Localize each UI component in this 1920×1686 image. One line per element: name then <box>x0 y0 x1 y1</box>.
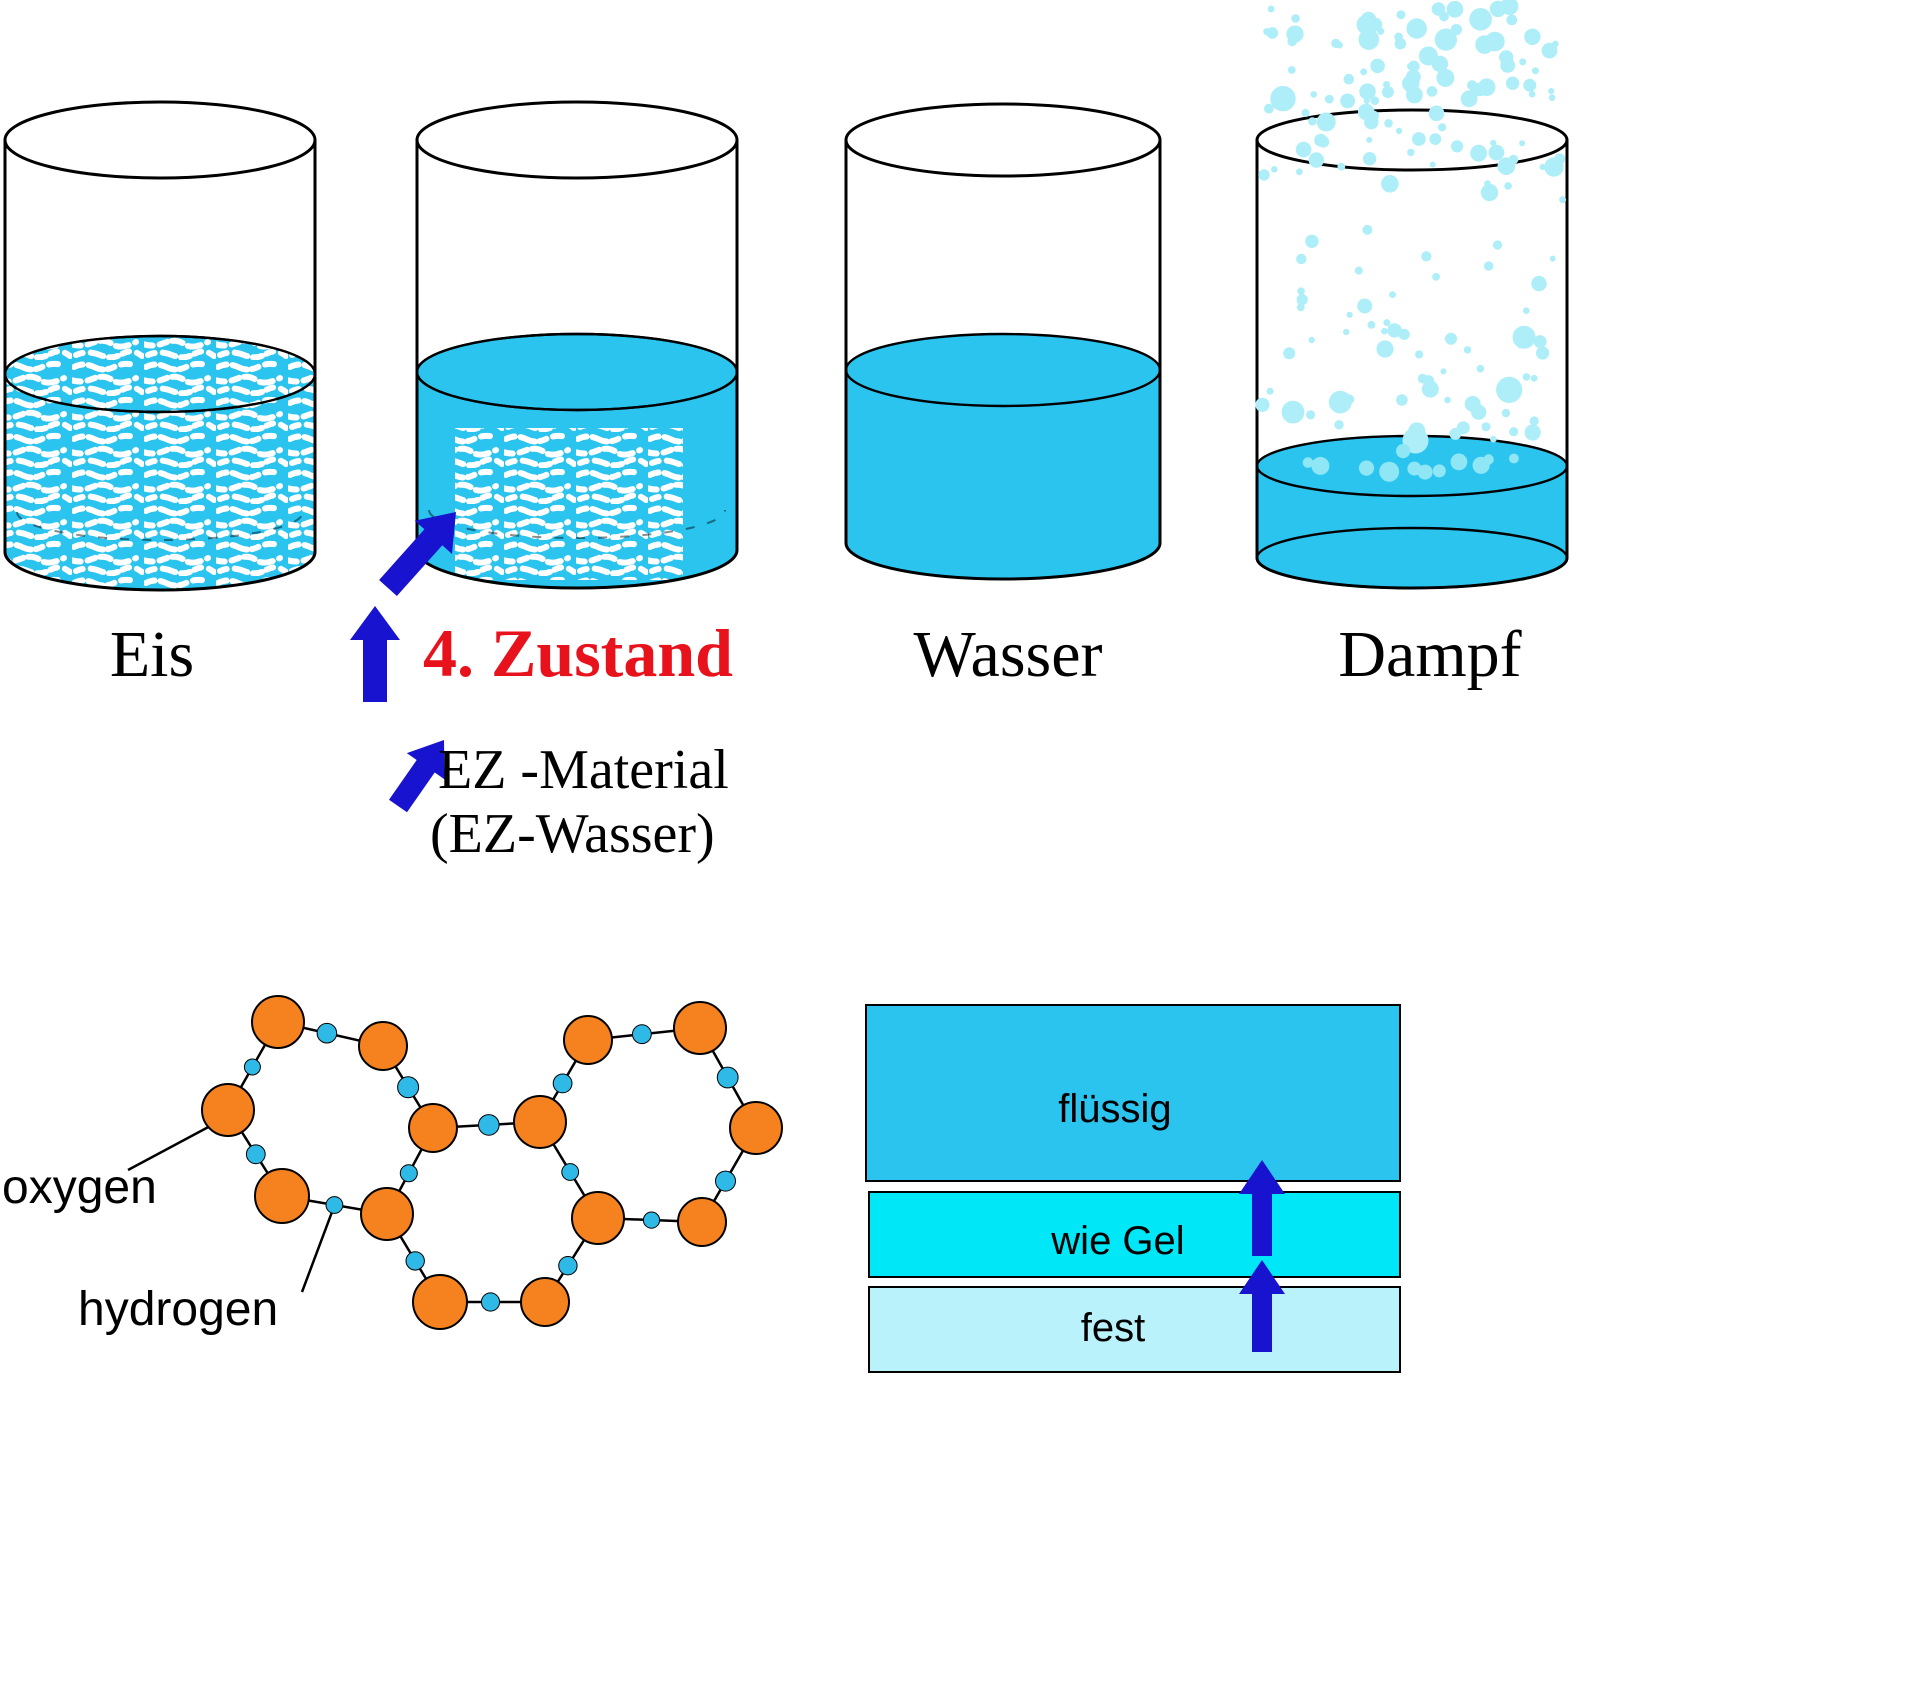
steam-bubbles <box>1255 0 1567 482</box>
beaker-rim <box>1255 108 1569 172</box>
beaker-1 <box>415 100 739 590</box>
liquid-surface <box>844 332 1162 408</box>
beaker-0 <box>3 100 317 592</box>
beaker-outline <box>1255 140 1569 590</box>
up-arrow <box>379 512 456 596</box>
beaker-label-wasser: Wasser <box>914 618 1103 691</box>
hydrogen-atom <box>245 1144 266 1165</box>
up-arrow <box>1239 1160 1285 1256</box>
hydrogen-atom <box>552 1073 573 1094</box>
bar-label-fluessig: flüssig <box>1058 1087 1171 1131</box>
hydrogen-label: hydrogen <box>78 1283 278 1336</box>
hydrogen-atom <box>405 1251 425 1271</box>
up-arrow <box>350 606 400 702</box>
beaker-label-dampf: Dampf <box>1338 618 1521 691</box>
oxygen-atom <box>201 1083 255 1137</box>
hydrogen-atom <box>478 1114 500 1136</box>
hydrogen-atom <box>632 1024 652 1045</box>
beaker-label-zustand: 4. Zustand <box>423 615 733 691</box>
hydrogen-atom <box>558 1256 578 1276</box>
oxygen-atom <box>729 1101 783 1155</box>
up-arrow <box>1239 1260 1285 1352</box>
ice-texture <box>5 336 315 590</box>
oxygen-label: oxygen <box>2 1161 157 1214</box>
beaker-rim <box>415 100 739 180</box>
ez-wasser-label: (EZ-Wasser) <box>430 803 715 865</box>
oxygen-atom <box>412 1274 468 1330</box>
oxygen-atom <box>677 1197 727 1247</box>
beakers <box>3 100 1569 592</box>
hydrogen-atom <box>642 1211 661 1229</box>
oxygen-atom <box>408 1103 458 1153</box>
hydrogen-atom <box>399 1164 418 1183</box>
bar-label-wiegel: wie Gel <box>1050 1219 1184 1263</box>
hydrogen-atom <box>561 1163 580 1181</box>
hydrogen-atom <box>716 1066 739 1089</box>
ez-material-label: EZ -Material <box>438 739 729 801</box>
oxygen-atom <box>358 1021 408 1071</box>
oxygen-atom <box>673 1001 727 1055</box>
arrows <box>350 512 1285 1352</box>
oxygen-pointer-line <box>127 1122 215 1172</box>
beaker-outline <box>415 140 739 590</box>
beaker-label-eis: Eis <box>110 618 194 691</box>
hydrogen-atom <box>243 1058 261 1076</box>
molecule-structure <box>127 995 783 1330</box>
ice-texture <box>455 428 683 580</box>
oxygen-atom <box>513 1095 567 1149</box>
bar-label-fest: fest <box>1081 1306 1145 1350</box>
beaker-rim <box>3 100 317 180</box>
beaker-2 <box>844 102 1162 581</box>
oxygen-atom <box>254 1168 310 1224</box>
beaker-outline <box>3 140 317 592</box>
oxygen-atom <box>563 1015 613 1065</box>
hydrogen-atom <box>316 1022 338 1044</box>
phase-bars <box>865 1004 1401 1373</box>
beaker-outline <box>844 140 1162 581</box>
oxygen-atom <box>360 1187 414 1241</box>
oxygen-atom <box>571 1191 625 1245</box>
phase-bar-fluessig <box>865 1004 1401 1182</box>
hydrogen-atom <box>325 1196 344 1214</box>
beaker-rim <box>844 102 1162 178</box>
oxygen-atom <box>520 1277 570 1327</box>
phase-bar-fest <box>868 1286 1401 1373</box>
liquid-body <box>846 370 1160 579</box>
beaker-3 <box>1255 108 1569 590</box>
hydrogen-pointer-line <box>300 1211 334 1293</box>
hydrogen-atom <box>715 1170 736 1192</box>
phase-bar-wiegel <box>868 1191 1401 1278</box>
oxygen-atom <box>251 995 305 1049</box>
up-arrow <box>389 740 445 813</box>
hydrogen-atom <box>397 1076 420 1099</box>
hydrogen-atom <box>480 1292 501 1312</box>
